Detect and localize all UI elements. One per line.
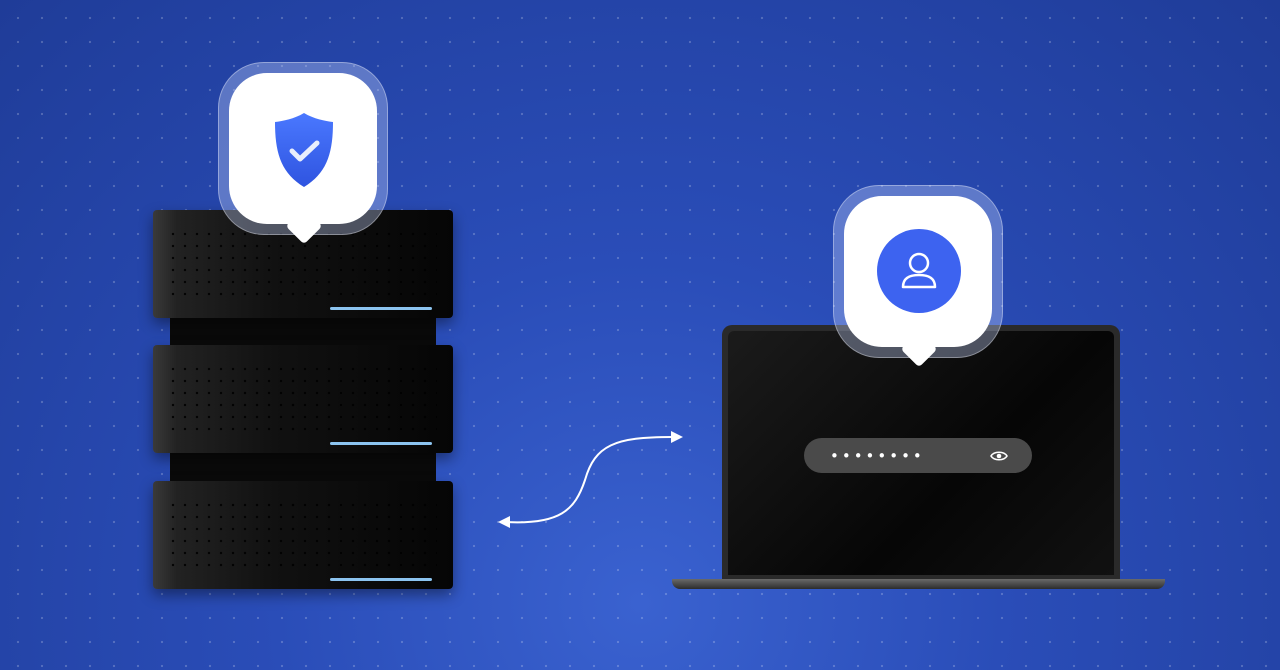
password-field[interactable]: ••••••••	[804, 438, 1032, 473]
password-value: ••••••••	[830, 446, 925, 465]
server-unit	[153, 345, 453, 453]
user-badge-bubble	[833, 185, 1003, 368]
shield-check-icon	[275, 113, 333, 187]
bidirectional-arrow-icon	[498, 431, 683, 528]
server-led	[330, 307, 432, 310]
server-unit	[153, 481, 453, 589]
laptop-base	[672, 579, 1165, 589]
server-led	[330, 578, 432, 581]
server-gap	[170, 318, 436, 346]
server-gap	[170, 452, 436, 482]
user-icon	[877, 229, 961, 313]
eye-icon[interactable]	[990, 450, 1008, 462]
server-led	[330, 442, 432, 445]
security-badge-bubble	[218, 62, 388, 245]
